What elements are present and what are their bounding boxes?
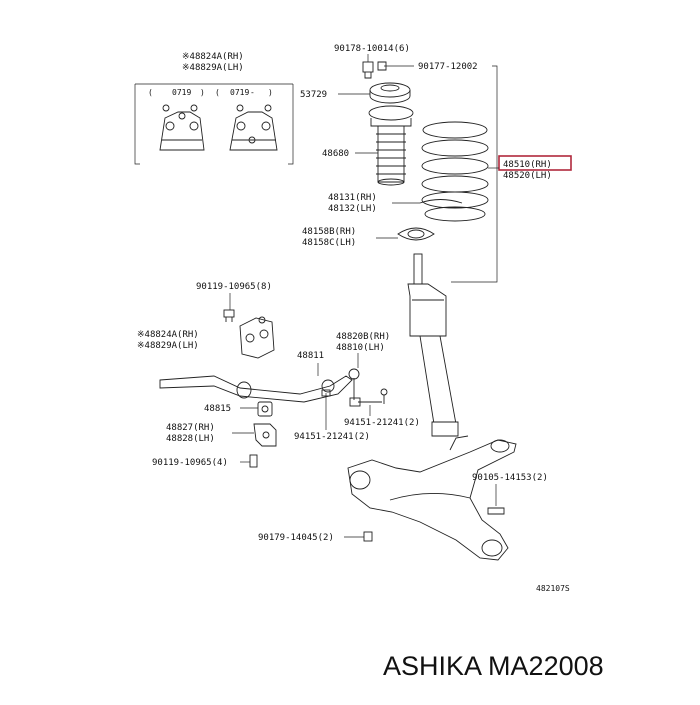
lower-control-arm-icon [347, 435, 517, 561]
label-48158b-rh: 48158B(RH) [302, 227, 356, 237]
label-48820b-rh: 48820B(RH) [336, 332, 390, 342]
nut-icon [377, 61, 387, 71]
label-90178: 90178-10014(6) [334, 44, 410, 54]
nut-icon [362, 54, 374, 79]
nut-icon [321, 389, 331, 397]
svg-text:0719: 0719 [172, 88, 191, 97]
label-53729: 53729 [300, 90, 327, 100]
inset-detail: ※48824A(RH) ※48829A(LH) ( 0719 ) ( 0719 … [134, 52, 294, 165]
label-90119-top: 90119-10965(8) [196, 282, 272, 292]
product-caption: ASHIKA MA22008 [383, 651, 604, 681]
label-48811: 48811 [297, 351, 324, 361]
label-48815: 48815 [204, 404, 231, 414]
coil-spring-icon [421, 121, 489, 222]
dust-boot-icon [368, 105, 414, 186]
label-90179: 90179-14045(2) [258, 533, 334, 543]
svg-text:-: - [250, 88, 255, 97]
label-90105: 90105-14153(2) [472, 473, 548, 483]
label-48824a-rh: ※48824A(RH) [182, 52, 244, 62]
figure-number: 482107S [536, 584, 570, 593]
label-48132-lh: 48132(LH) [328, 204, 377, 214]
svg-text:0719: 0719 [230, 88, 249, 97]
svg-text:(: ( [148, 88, 153, 97]
label-48158c-lh: 48158C(LH) [302, 238, 356, 248]
label-48131-rh: 48131(RH) [328, 193, 377, 203]
label-48520-lh: 48520(LH) [503, 171, 552, 181]
label-90177: 90177-12002 [418, 62, 478, 72]
nut-icon [363, 531, 373, 542]
label-94151-upper: 94151-21241(2) [344, 418, 420, 428]
shock-absorber-icon [407, 253, 459, 437]
stabilizer-bar-icon [159, 375, 353, 403]
label-48824a-rh-2: ※48824A(RH) [137, 330, 199, 340]
label-48680: 48680 [322, 149, 349, 159]
bracket-icon [159, 104, 205, 151]
label-48827-rh: 48827(RH) [166, 423, 215, 433]
label-48810-lh: 48810(LH) [336, 343, 385, 353]
insulator-icon [419, 199, 463, 204]
cap-icon [369, 82, 411, 104]
svg-text:): ) [268, 88, 273, 97]
bushing-icon [257, 401, 273, 417]
label-48510-rh: 48510(RH) [503, 160, 552, 170]
label-48828-lh: 48828(LH) [166, 434, 215, 444]
label-90119-bottom: 90119-10965(4) [152, 458, 228, 468]
label-94151-lower: 94151-21241(2) [294, 432, 370, 442]
spring-seat-icon [397, 227, 435, 241]
bracket-icon [229, 104, 278, 151]
bolt-icon [487, 507, 505, 515]
highlighted-part-callout: 48510(RH) 48520(LH) [488, 155, 572, 181]
label-48829a-lh-2: ※48829A(LH) [137, 341, 199, 351]
label-48829a-lh: ※48829A(LH) [182, 63, 244, 73]
svg-text:(: ( [215, 88, 220, 97]
bolt-icon [223, 309, 235, 322]
clamp-icon [253, 423, 277, 447]
svg-text:): ) [200, 88, 205, 97]
stabilizer-bracket-icon [239, 316, 275, 359]
bolt-icon [249, 454, 258, 468]
stabilizer-link-icon [348, 368, 388, 407]
